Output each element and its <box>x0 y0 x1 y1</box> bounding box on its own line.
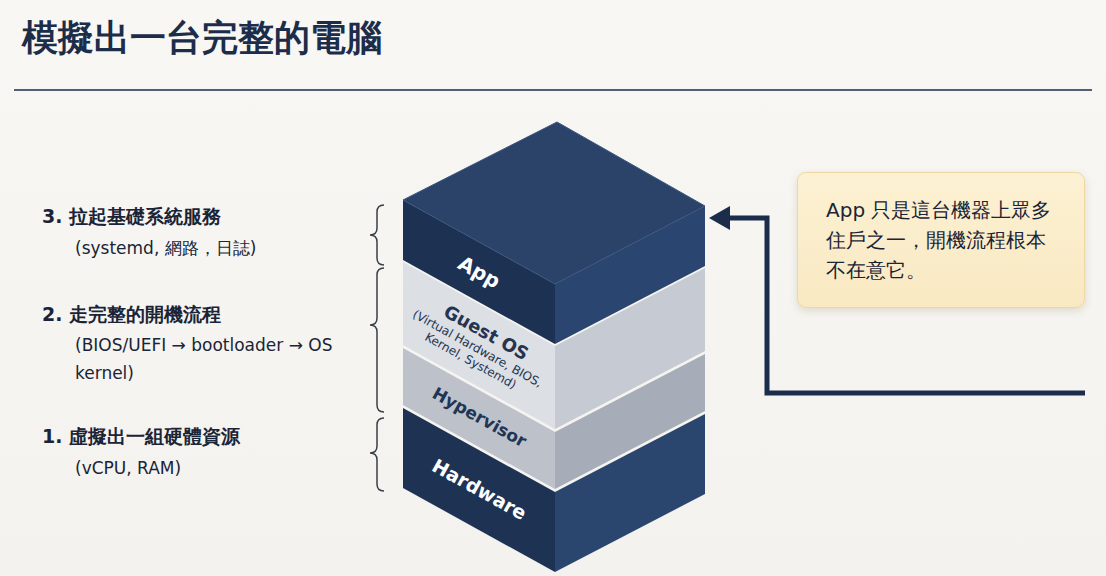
step-detail: (BIOS/UEFI → bootloader → OS kernel) <box>75 331 343 387</box>
node-heading: App 只是這台機器上眾多住戶之一，開機流程根本不在意它。 <box>826 195 1056 285</box>
bracket <box>370 268 384 412</box>
step-heading: 1. 虛擬出一組硬體資源 <box>42 424 240 450</box>
brackets <box>370 205 384 491</box>
title-rule <box>14 89 1092 91</box>
bracket <box>370 418 384 491</box>
callout-box: App 只是這台機器上眾多住戶之一，開機流程根本不在意它。 <box>797 172 1085 308</box>
step-heading: 2. 走完整的開機流程 <box>42 302 221 328</box>
step-detail: (systemd, 網路，日誌) <box>75 234 345 262</box>
page-title: 模擬出一台完整的電腦 <box>22 14 382 63</box>
step-heading: 3. 拉起基礎系統服務 <box>42 204 221 230</box>
bracket <box>370 205 384 265</box>
step-detail: (vCPU, RAM) <box>75 454 345 482</box>
